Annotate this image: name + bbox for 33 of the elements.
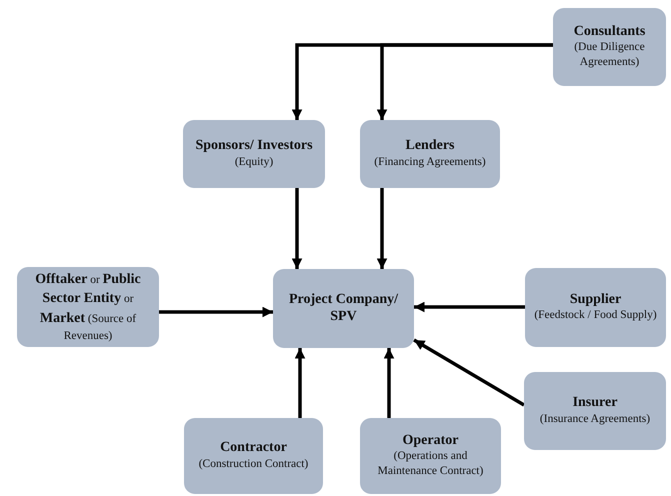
arrow xyxy=(294,348,306,418)
entity-description: (Financing Agreements) xyxy=(374,154,486,170)
entity-name: Insurer xyxy=(572,395,618,412)
entity-box xyxy=(184,418,323,494)
entity-description: (Equity) xyxy=(234,154,274,170)
arrow xyxy=(292,188,302,269)
entity-name: Sponsors/ Investors xyxy=(195,138,313,155)
entity-box xyxy=(273,269,414,348)
entity-description: (Insurance Agreements) xyxy=(540,412,650,427)
entity-description: (Due Diligence Agreements) xyxy=(573,40,646,70)
entity-box xyxy=(525,268,666,347)
arrow xyxy=(384,348,394,418)
arrow xyxy=(376,43,553,120)
entity-name: Contractor xyxy=(220,440,287,457)
arrow xyxy=(413,338,525,406)
entity-description: (Construction Contract) xyxy=(198,456,308,472)
entity-name: Lenders xyxy=(406,138,454,155)
entity-name: Operator xyxy=(402,432,458,450)
entity-box xyxy=(183,120,325,188)
entity-name: Consultants xyxy=(574,24,646,40)
entity-label: Offtaker or Public Sector Entity or Market (Source of Revenues) xyxy=(34,270,142,344)
entity-box xyxy=(553,8,666,86)
arrow xyxy=(414,302,525,312)
entity-name: Project Company/ SPV xyxy=(288,292,399,326)
entity-description: (Operations and Maintenance Contract) xyxy=(376,449,484,480)
entity-name: Supplier xyxy=(570,292,622,308)
entity-box xyxy=(360,120,500,188)
arrow xyxy=(159,306,273,318)
arrow xyxy=(376,188,388,269)
entity-box xyxy=(360,418,501,494)
entity-description: (Feedstock / Food Supply) xyxy=(534,308,657,324)
entity-box xyxy=(17,267,159,347)
entity-box xyxy=(524,372,666,450)
